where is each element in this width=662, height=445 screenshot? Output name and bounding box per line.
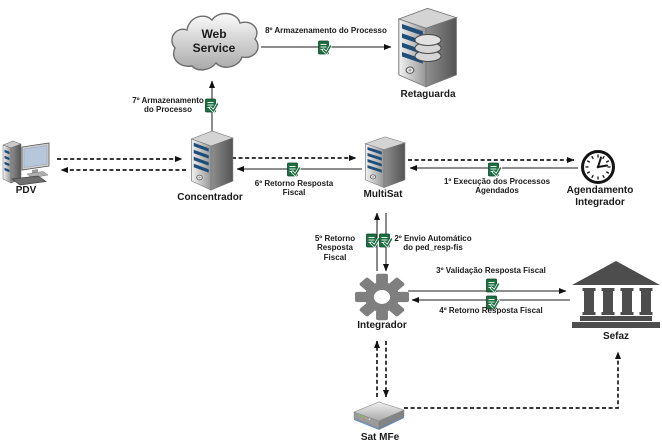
edge-label-5-line1: 5º Retorno — [314, 234, 356, 243]
pdv-label: PDV — [15, 185, 37, 196]
edge-label-7-line1: 7º Armazenamento — [132, 96, 204, 105]
edge-label-4-retorno: 4º Retorno Resposta Fiscal — [439, 306, 543, 315]
process-doc-icon — [317, 39, 332, 56]
edge-label-5-line2: Resposta Fiscal — [316, 243, 353, 262]
edge-label-1-execucao: 1º Execução dos Processos Agendados — [443, 177, 551, 196]
agendamento-label-line1: Agendamento — [566, 185, 634, 196]
edge-label-7-armazenamento: 7º Armazenamento do Processo — [132, 96, 204, 115]
retaguarda-label: Retaguarda — [400, 89, 456, 100]
process-doc-icon — [378, 232, 393, 249]
web-service-cloud-icon — [171, 12, 259, 71]
edge-label-6-retorno: 6º Retorno Resposta Fiscal — [254, 179, 334, 198]
web-service-label-line1: Web — [201, 27, 227, 41]
process-doc-icon — [485, 277, 500, 294]
web-service-label: Web Service — [178, 27, 250, 56]
database-disks-icon — [414, 34, 442, 62]
multisat-label: MultiSat — [363, 189, 403, 200]
integrador-label: Integrador — [357, 320, 407, 331]
edge-label-2-line2: do ped_resp-fis — [403, 243, 463, 253]
retaguarda-server-icon — [397, 7, 458, 88]
agendamento-label-line2: Integrador — [575, 196, 625, 208]
sefaz-building-icon — [572, 261, 660, 328]
integrador-gear-icon — [354, 273, 410, 321]
edge-label-2-line1: 2º Envio Automático — [394, 234, 472, 243]
agendamento-integrador-label: Agendamento Integrador — [560, 185, 640, 209]
edge-label-8-armazenamento: 8º Armazenamento do Processo — [265, 26, 387, 35]
edge-label-2-envio: 2º Envio Automático do ped_resp-fis — [392, 234, 474, 253]
pdv-computer-icon — [2, 140, 50, 186]
concentrador-server-icon — [190, 130, 234, 191]
sefaz-label: Sefaz — [602, 331, 630, 342]
sat-mfe-device-icon — [353, 401, 405, 430]
process-doc-icon — [487, 161, 502, 178]
process-doc-icon — [365, 232, 380, 249]
edge-satmfe-to-sefaz — [404, 351, 621, 409]
process-doc-icon — [204, 97, 219, 114]
edge-label-3-validacao: 3º Validação Resposta Fiscal — [436, 266, 546, 275]
process-doc-icon — [286, 161, 301, 178]
edge-label-5-retorno: 5º Retorno Resposta Fiscal — [306, 234, 364, 262]
scheduler-clock-icon — [581, 150, 615, 184]
edge-label-7-line2: do Processo — [143, 105, 192, 115]
web-service-label-line2: Service — [192, 41, 236, 56]
sat-mfe-label: Sat MFe — [360, 432, 400, 443]
multisat-server-icon — [364, 136, 406, 189]
concentrador-label: Concentrador — [177, 192, 243, 203]
